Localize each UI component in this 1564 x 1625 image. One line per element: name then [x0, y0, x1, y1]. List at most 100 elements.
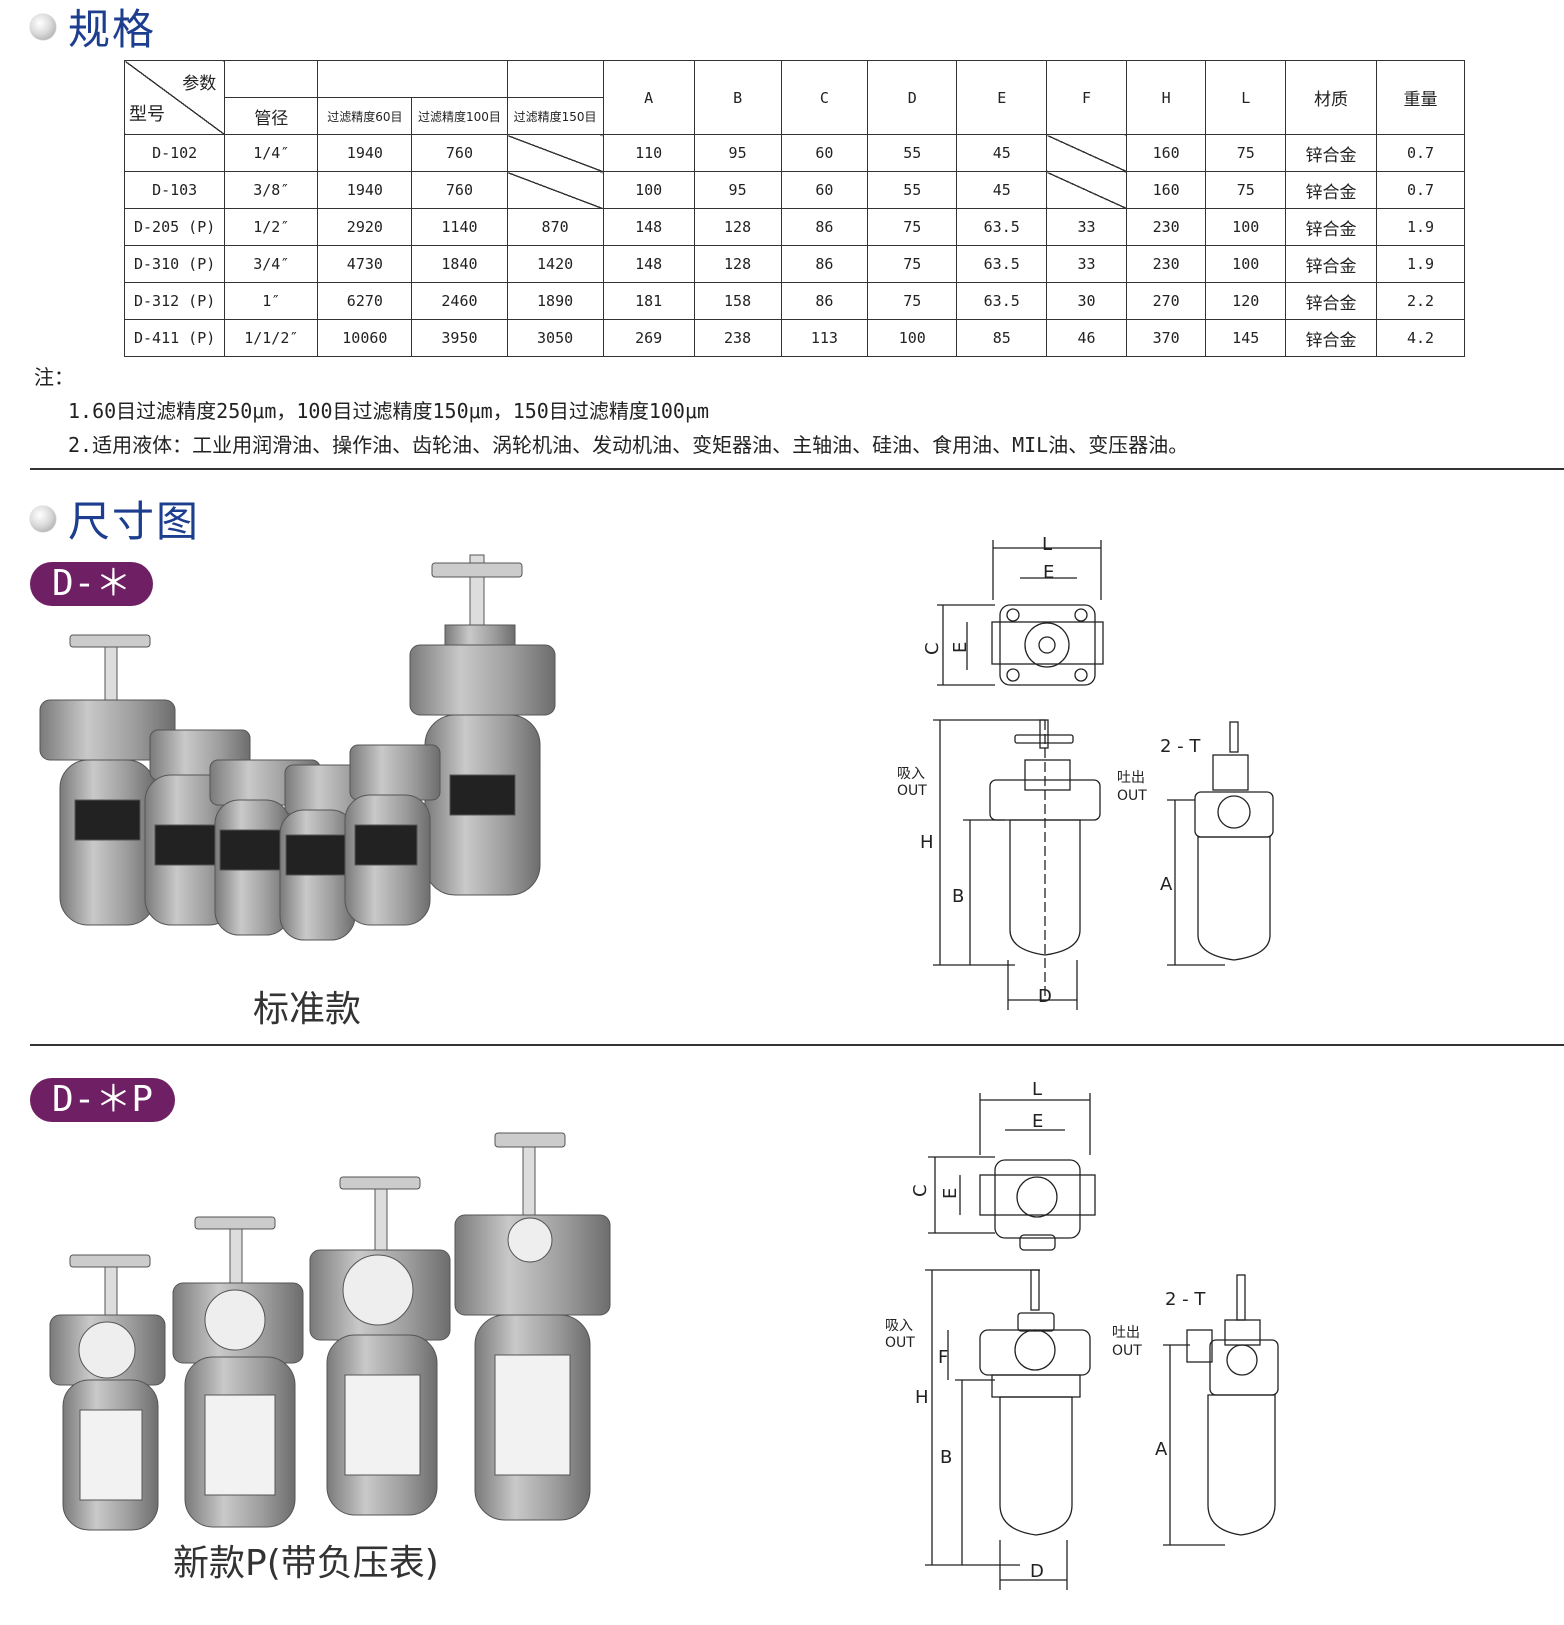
table-cell-material: 锌合金: [1285, 245, 1378, 283]
table-cell-b: 95: [693, 171, 782, 209]
dim-label-b: B: [952, 886, 964, 907]
table-cell-model: D-102: [123, 134, 226, 172]
dim-label-c: C: [922, 642, 943, 655]
dim-label-h: H: [920, 832, 934, 853]
table-cell-c: 113: [780, 319, 869, 357]
table-cell-e: 45: [956, 171, 1048, 209]
dim-label-e2: E: [940, 1188, 961, 1199]
label-two-t: 2 - T: [1160, 736, 1201, 757]
table-cell-weight: 0.7: [1376, 171, 1465, 209]
table-cell-e: 63.5: [956, 282, 1048, 320]
table-cell-f100: 760: [411, 134, 508, 172]
table-cell-f100: 1840: [411, 245, 508, 283]
label-two-t: 2 - T: [1165, 1289, 1206, 1310]
table-cell-material: 锌合金: [1285, 319, 1378, 357]
table-cell-a: 181: [602, 282, 695, 320]
dim-label-e: E: [1032, 1111, 1043, 1132]
dim-label-d: D: [1038, 986, 1052, 1007]
table-cell-f60: 1940: [317, 171, 413, 209]
table-cell-c: 86: [780, 245, 869, 283]
section-title-text: 尺寸图: [68, 497, 201, 546]
table-cell-f150: 1420: [506, 245, 604, 283]
header-a: A: [602, 60, 695, 135]
table-cell-d: 75: [867, 208, 958, 246]
table-cell-d: 75: [867, 245, 958, 283]
table-cell-model: D-310 (P): [123, 245, 226, 283]
table-cell-h: 370: [1125, 319, 1207, 357]
table-cell-model: D-205 (P): [123, 208, 226, 246]
table-cell-f: 33: [1046, 245, 1127, 283]
caption-standard: 标准款: [253, 989, 362, 1030]
table-cell-a: 148: [602, 245, 695, 283]
header-blank: [317, 60, 508, 98]
table-cell-d: 100: [867, 319, 958, 357]
table-cell-pipe: 1″: [224, 282, 319, 320]
label-out: OUT: [885, 1335, 915, 1351]
table-cell-d: 55: [867, 171, 958, 209]
corner-model-label: 型号: [129, 104, 165, 125]
table-cell-f: 46: [1046, 319, 1127, 357]
table-cell-pipe: 3/8″: [224, 171, 319, 209]
dim-label-e: E: [1043, 562, 1054, 583]
table-cell-f100: 1140: [411, 208, 508, 246]
dim-label-d: D: [1030, 1561, 1044, 1582]
header-d: D: [867, 60, 958, 135]
table-cell-model: D-411 (P): [123, 319, 226, 357]
dim-label-h: H: [915, 1387, 929, 1408]
table-cell-a: 110: [602, 134, 695, 172]
table-cell-a: 148: [602, 208, 695, 246]
table-cell-weight: 4.2: [1376, 319, 1465, 357]
corner-param-label: 参数: [182, 74, 217, 94]
table-cell-f60: 6270: [317, 282, 413, 320]
header-l: L: [1205, 60, 1287, 135]
table-cell-f150: 1890: [506, 282, 604, 320]
table-cell-a: 269: [602, 319, 695, 357]
spec-table: 参数 型号 A B C D E F H L 材质 重量 管径 过滤精度60目 过…: [123, 60, 1465, 357]
table-cell-pipe: 3/4″: [224, 245, 319, 283]
header-f60: 过滤精度60目: [317, 97, 413, 135]
divider: [30, 1044, 1564, 1046]
table-cell-d: 55: [867, 134, 958, 172]
section-title-text: 规格: [68, 5, 157, 54]
table-cell-weight: 0.7: [1376, 134, 1465, 172]
table-cell-model: D-312 (P): [123, 282, 226, 320]
table-cell-f150: [506, 171, 604, 209]
table-cell-c: 60: [780, 171, 869, 209]
label-inlet: 吸入: [885, 1318, 913, 1334]
header-c: C: [780, 60, 869, 135]
table-cell-e: 63.5: [956, 245, 1048, 283]
table-corner-cell: 参数 型号: [123, 60, 226, 135]
dim-label-f: F: [938, 1347, 948, 1368]
table-cell-h: 160: [1125, 134, 1207, 172]
header-blank: [224, 60, 319, 98]
table-cell-f150: 3050: [506, 319, 604, 357]
header-f100: 过滤精度100目: [411, 97, 508, 135]
table-cell-weight: 1.9: [1376, 208, 1465, 246]
table-cell-c: 86: [780, 208, 869, 246]
label-outlet: 吐出: [1117, 770, 1145, 786]
label-out2: OUT: [1112, 1343, 1142, 1359]
table-cell-c: 86: [780, 282, 869, 320]
header-pipe: 管径: [224, 97, 319, 135]
table-cell-material: 锌合金: [1285, 171, 1378, 209]
table-cell-a: 100: [602, 171, 695, 209]
header-material: 材质: [1285, 60, 1378, 135]
header-e: E: [956, 60, 1048, 135]
variant-badge-p: D-＊P: [30, 1078, 176, 1122]
section-title-spec: 规格: [30, 0, 156, 57]
table-cell-e: 85: [956, 319, 1048, 357]
table-cell-f60: 4730: [317, 245, 413, 283]
table-cell-f100: 2460: [411, 282, 508, 320]
header-b: B: [693, 60, 782, 135]
table-cell-model: D-103: [123, 171, 226, 209]
table-cell-f: 30: [1046, 282, 1127, 320]
table-cell-f100: 760: [411, 171, 508, 209]
table-cell-h: 230: [1125, 245, 1207, 283]
table-cell-material: 锌合金: [1285, 134, 1378, 172]
table-cell-e: 45: [956, 134, 1048, 172]
table-cell-f: 33: [1046, 208, 1127, 246]
